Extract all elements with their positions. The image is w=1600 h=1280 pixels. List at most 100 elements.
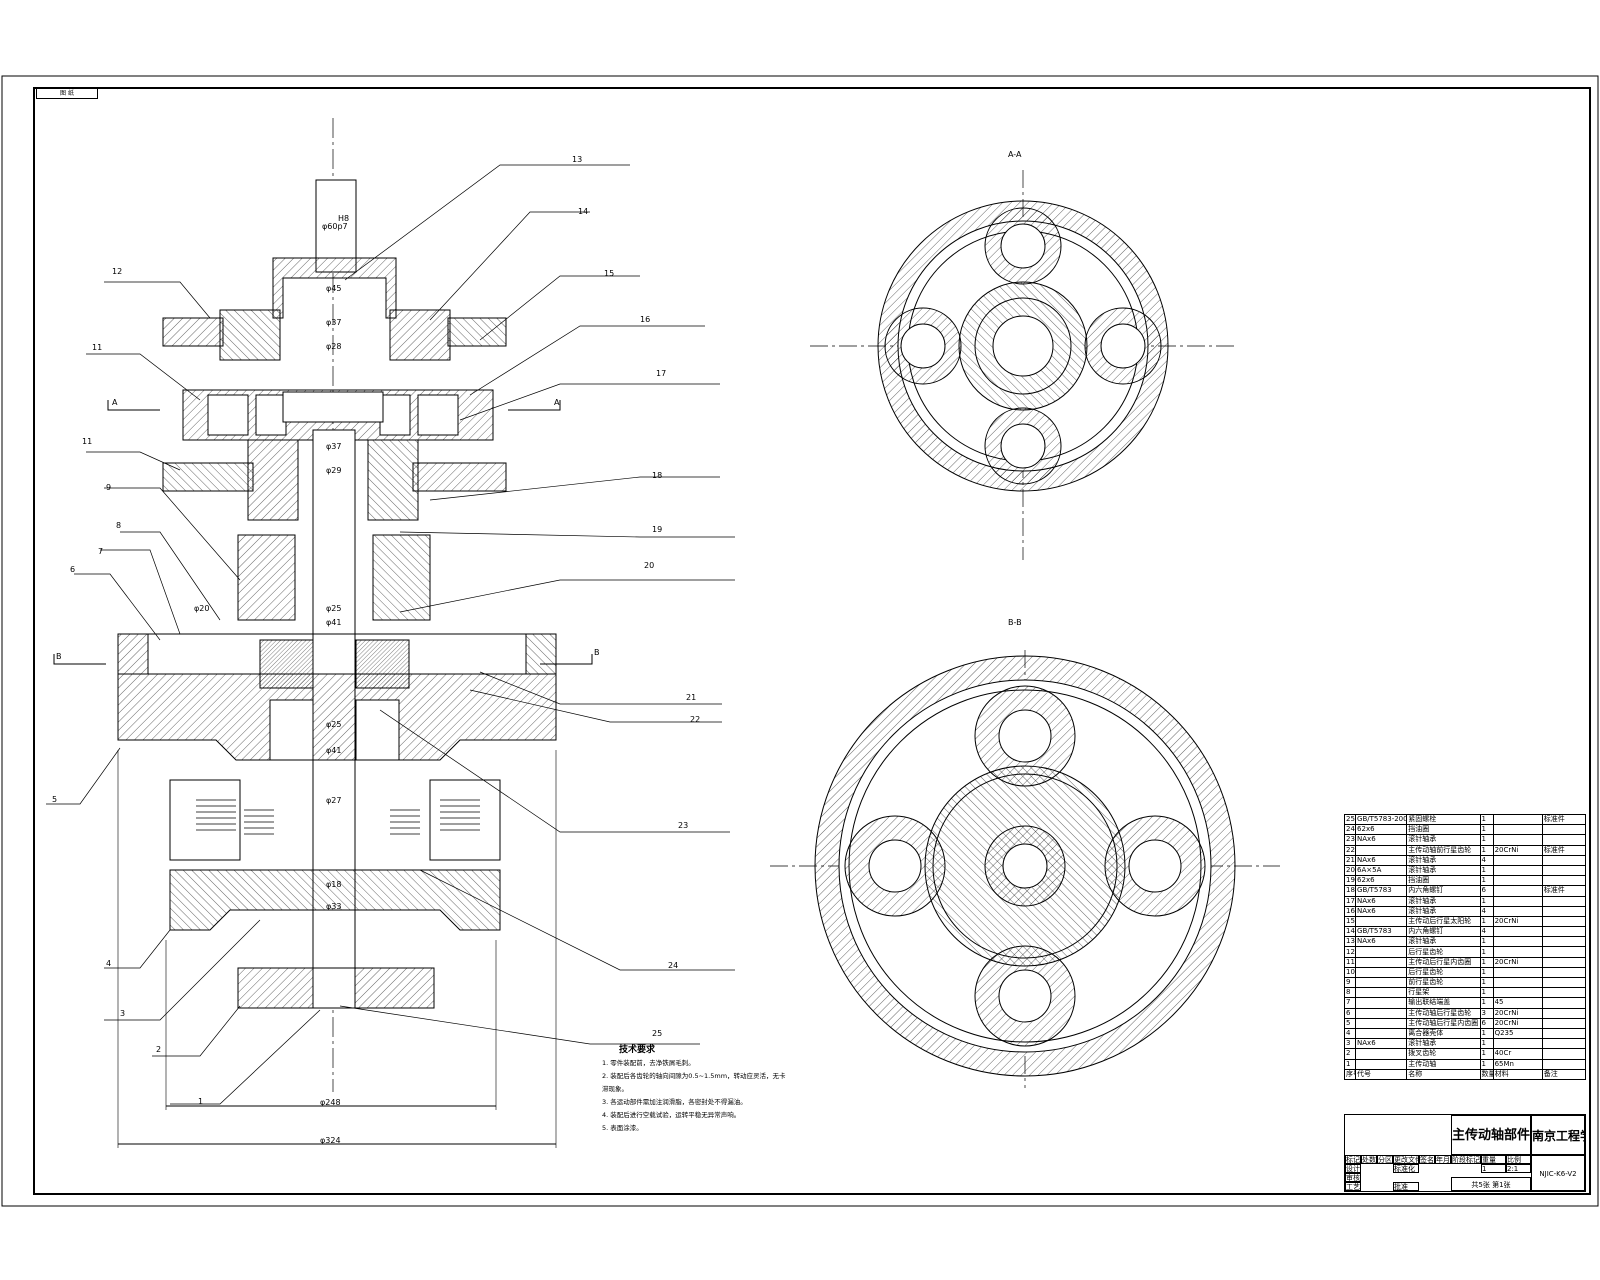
bom-cell-mat: [1492, 905, 1543, 917]
bom-cell-no: 2: [1343, 1048, 1357, 1060]
cut-plane-markers: [53, 400, 593, 665]
bom-cell-name: 主传动后行星内齿圈: [1406, 956, 1481, 968]
dim-label: φ41: [326, 746, 342, 755]
bom-cell-no: 6: [1343, 1007, 1357, 1019]
bom-cell-no: 19: [1343, 875, 1357, 887]
cut-label-b-right: B: [594, 648, 600, 657]
bom-cell-no: 3: [1343, 1038, 1357, 1050]
bom-cell-mat: 20CrNi: [1492, 915, 1543, 928]
outer-border: [1, 75, 1599, 1207]
bom-cell-no: 5: [1343, 1017, 1357, 1029]
bom-cell-mat: [1492, 813, 1543, 826]
bom-cell-name: 滚针轴承: [1406, 895, 1481, 907]
cut-label-a-right: A: [554, 398, 560, 407]
bom-cell-no: 14: [1343, 926, 1357, 938]
callout-number: 17: [656, 369, 667, 378]
bom-cell-code: [1355, 966, 1408, 979]
bom-cell-note: 标准件: [1541, 813, 1587, 826]
note-item: 2. 装配后各齿轮的轴向间隙为0.5~1.5mm，转动应灵活，无卡滞现象。: [602, 1072, 786, 1093]
bom-cell-mat: [1492, 926, 1543, 938]
callout-number: 23: [678, 821, 689, 830]
dim-label: φ248: [320, 1098, 341, 1107]
callout-number: 4: [106, 959, 112, 968]
bom-cell-name: 滚针轴承: [1406, 834, 1481, 846]
bom-cell-code: [1355, 844, 1408, 856]
bom-cell-no: 17: [1343, 895, 1357, 907]
dim-label: H8: [338, 214, 350, 223]
callout-number: 11: [82, 437, 93, 446]
bom-cell-qty: 1: [1479, 987, 1494, 999]
bom-cell-code: NAx6: [1355, 895, 1408, 907]
bom-cell-code: [1355, 1017, 1408, 1029]
tb-label: 批准: [1393, 1182, 1419, 1191]
bom-cell-code: GB/T5783: [1355, 926, 1408, 938]
dim-label: φ20: [194, 604, 210, 613]
bom-cell-mat: 材料: [1492, 1068, 1543, 1080]
tb-label: 设计: [1345, 1164, 1361, 1173]
callout-number: 24: [668, 961, 679, 970]
dim-label: φ37: [326, 442, 342, 451]
bom-cell-qty: 1: [1479, 824, 1494, 836]
bom-cell-qty: 1: [1479, 844, 1494, 856]
bom-cell-no: 1: [1343, 1058, 1357, 1070]
section-b-b-view: [770, 650, 1280, 1088]
bom-cell-name: 滚针轴承: [1406, 864, 1481, 877]
bom-cell-mat: [1492, 834, 1543, 846]
dim-label: φ29: [326, 466, 342, 475]
callout-number: 19: [652, 525, 663, 534]
bom-cell-code: GB/T5783-2000: [1355, 813, 1408, 826]
dim-label: φ18: [326, 880, 342, 889]
bom-cell-code: GB/T5783: [1355, 885, 1408, 897]
bom-cell-mat: [1492, 854, 1543, 866]
dim-label: φ45: [326, 284, 342, 293]
bom-cell-note: 标准件: [1541, 844, 1587, 856]
bom-cell-qty: 1: [1479, 875, 1494, 887]
tb-label: 更改文件号: [1393, 1155, 1419, 1164]
leader-lines: [46, 164, 735, 1105]
dim-label: φ60p7: [322, 222, 348, 231]
dim-label: φ28: [326, 342, 342, 351]
bom-cell-code: NAx6: [1355, 936, 1408, 948]
callout-number: 3: [120, 1009, 126, 1018]
callout-number: 1: [198, 1097, 204, 1106]
corner-tag: 图 纸: [36, 88, 98, 99]
bom-cell-name: 滚针轴承: [1406, 905, 1481, 917]
bom-cell-note: [1541, 1007, 1587, 1019]
dim-label: φ25: [326, 720, 342, 729]
callout-number: 12: [112, 267, 123, 276]
callout-number: 11: [92, 343, 103, 352]
bom-cell-name: 紧固螺栓: [1406, 813, 1481, 826]
sheet-info: 共5张 第1张: [1451, 1177, 1531, 1191]
bom-cell-note: [1541, 854, 1587, 866]
bom-cell-name: 输出联结端盖: [1406, 997, 1481, 1009]
callout-number: 15: [604, 269, 615, 278]
school-name: 南京工程学院: [1531, 1115, 1585, 1155]
bom-cell-mat: [1492, 875, 1543, 887]
bom-cell-no: 4: [1343, 1027, 1357, 1040]
bom-cell-code: [1355, 976, 1408, 989]
bom-cell-code: [1355, 1048, 1408, 1060]
bom-cell-note: [1541, 966, 1587, 979]
bom-cell-code: NAx6: [1355, 1038, 1408, 1050]
bom-cell-mat: [1492, 936, 1543, 948]
tb-label: 标记: [1345, 1155, 1361, 1164]
bom-cell-code: 62x6: [1355, 824, 1408, 836]
bom-cell-code: [1355, 1007, 1408, 1019]
bom-cell-note: [1541, 1017, 1587, 1029]
note-item: 4. 装配后进行空载试验，运转平稳无异常声响。: [602, 1111, 741, 1119]
view-label-b-b: B-B: [1008, 618, 1022, 627]
